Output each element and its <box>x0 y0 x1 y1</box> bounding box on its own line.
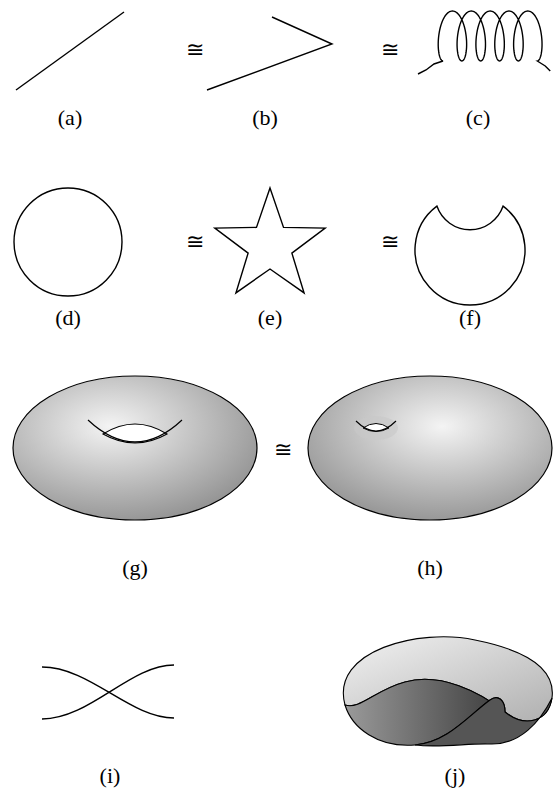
figure-label: (f) <box>459 307 481 329</box>
figure-label: (i) <box>100 765 121 787</box>
coil-curve <box>418 11 550 74</box>
figure-label: (a) <box>58 107 82 129</box>
figure-label: ≅ <box>186 231 204 253</box>
figure-label: (g) <box>122 557 148 579</box>
figure-label: (c) <box>466 107 490 129</box>
figure-label: (e) <box>258 307 282 329</box>
figure-label: ≅ <box>274 439 292 461</box>
figure-label: ≅ <box>186 39 204 61</box>
figure-label: (b) <box>252 107 278 129</box>
figure-label: ≅ <box>381 39 399 61</box>
torus <box>13 376 257 520</box>
figure-label: (j) <box>445 765 466 787</box>
circle-curve <box>14 188 122 296</box>
torus-small-hole <box>308 376 552 520</box>
star-path <box>215 188 325 293</box>
figure-label: ≅ <box>381 231 399 253</box>
coil-path <box>418 11 550 74</box>
line-segment <box>16 12 124 90</box>
figure-label: (h) <box>417 557 443 579</box>
bent-segment <box>207 17 332 90</box>
star-curve <box>215 188 325 293</box>
crossing-curve <box>42 665 174 719</box>
mobius-strip <box>343 637 552 746</box>
figure-label: (d) <box>55 307 81 329</box>
crescent-curve <box>415 206 525 305</box>
